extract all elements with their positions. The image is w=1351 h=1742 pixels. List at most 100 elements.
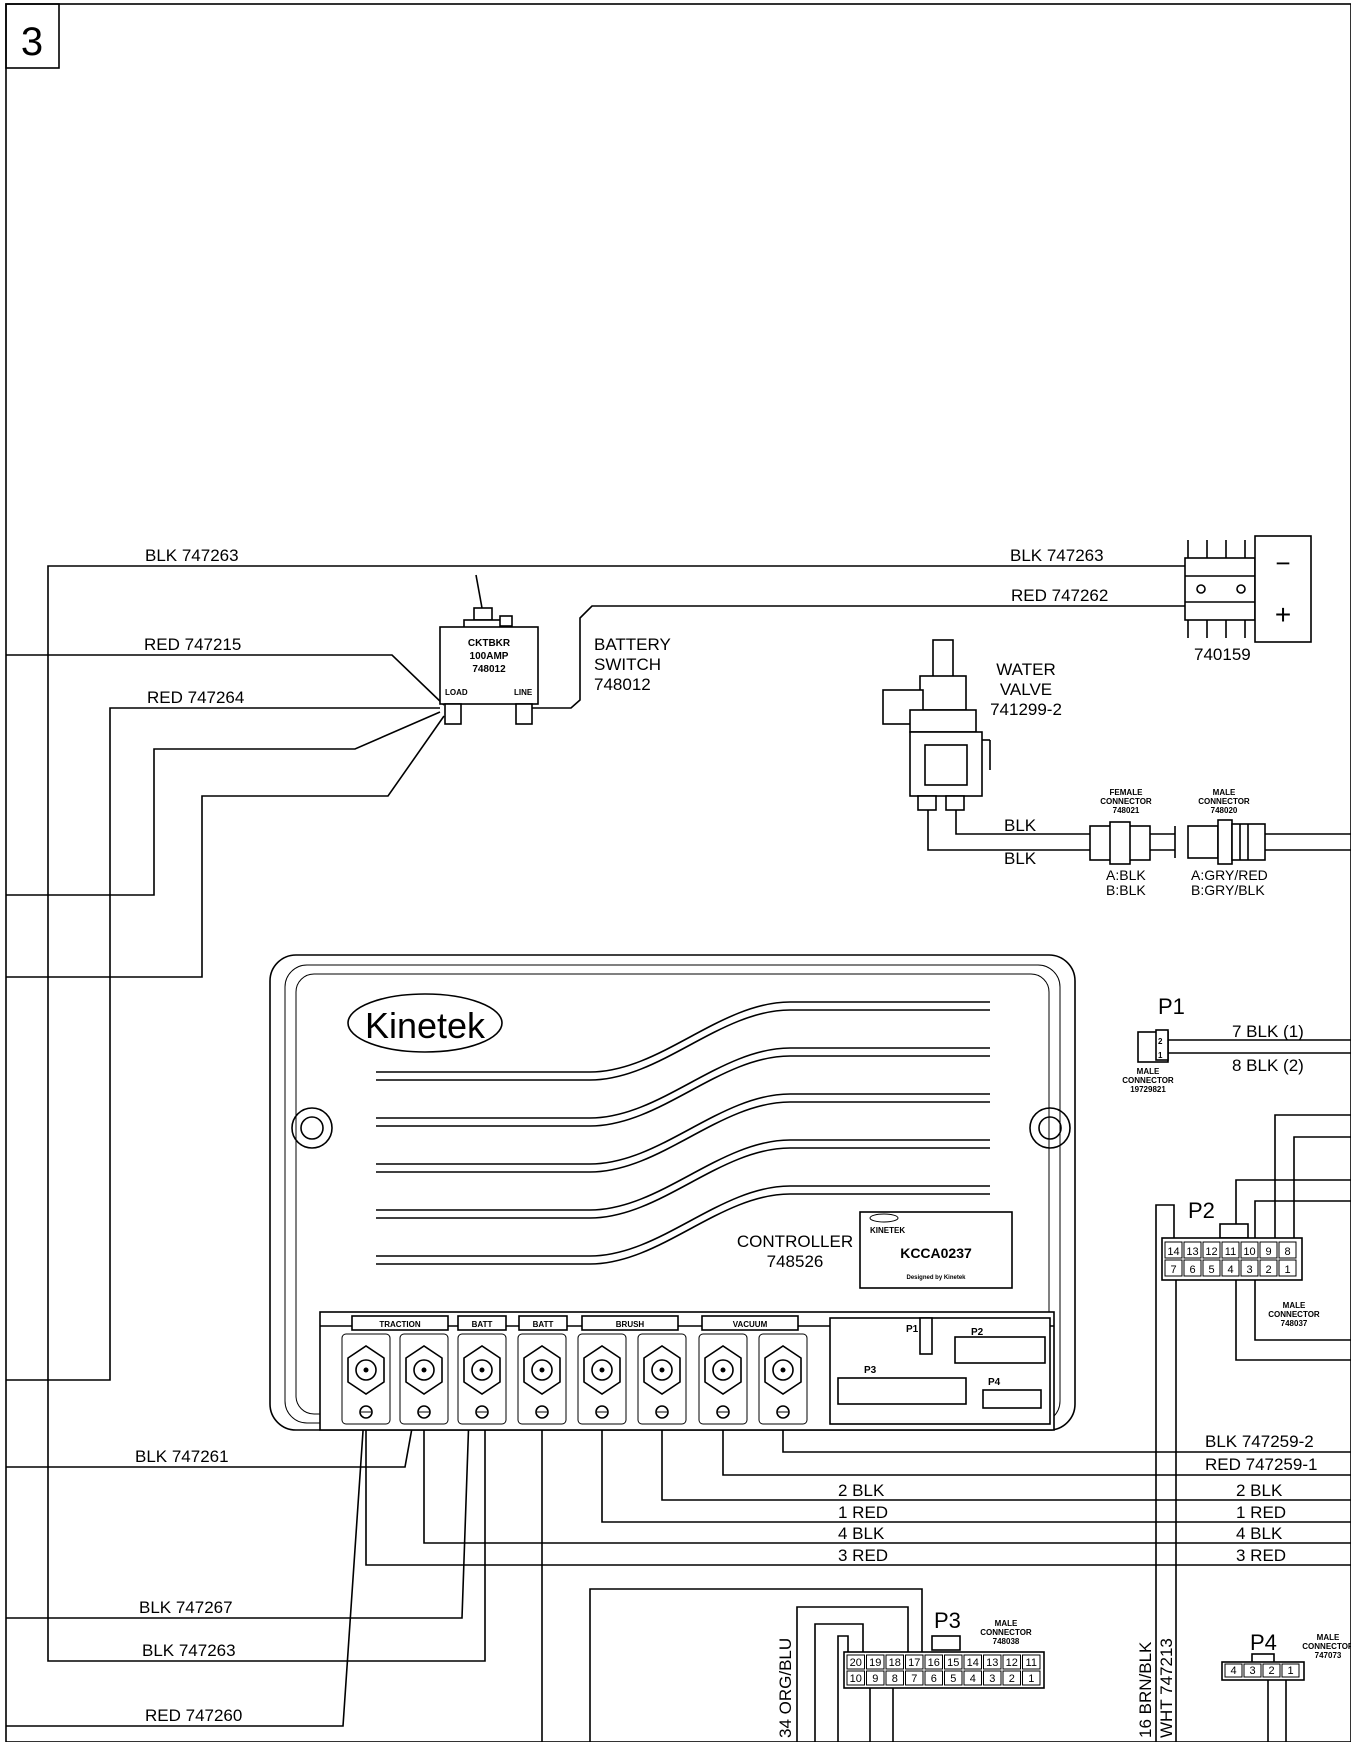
label-34-org-blu: 34 ORG/BLU	[776, 1638, 795, 1738]
connector-pin: 14	[963, 1654, 982, 1670]
battery-switch-label-3: 748012	[594, 675, 651, 694]
connector-pin: 3	[1243, 1663, 1262, 1678]
label-p1-8-blk: 8 BLK (2)	[1232, 1056, 1304, 1075]
connector-pin: 12	[1202, 1241, 1221, 1259]
label-right-3-red: 3 RED	[1236, 1546, 1286, 1565]
p1-line1: MALE	[1137, 1067, 1160, 1076]
breaker-title: CKTBKR	[468, 638, 511, 649]
svg-text:13: 13	[1186, 1246, 1198, 1258]
label-blk-747259-2: BLK 747259-2	[1205, 1432, 1314, 1451]
male-connector-line3: 748020	[1211, 806, 1238, 815]
connector-pin: 2	[1262, 1663, 1281, 1678]
label-red-747259-1: RED 747259-1	[1205, 1455, 1317, 1474]
wire-labels: BLK 747263 RED 747215 RED 747264 BLK 747…	[135, 546, 1317, 1738]
svg-text:7: 7	[1170, 1264, 1176, 1276]
svg-text:16: 16	[928, 1657, 940, 1669]
male-connector-line2: CONNECTOR	[1198, 797, 1250, 806]
connector-pin: 7	[1164, 1259, 1183, 1277]
label-red-747262: RED 747262	[1011, 586, 1108, 605]
connector-pin: 1	[1278, 1259, 1297, 1277]
connector-pin: 15	[944, 1654, 963, 1670]
terminal-post	[341, 1333, 391, 1425]
label-right-4-blk: 4 BLK	[1236, 1524, 1283, 1543]
p1-pin-2: 2	[1158, 1037, 1163, 1046]
label-red-747260: RED 747260	[145, 1706, 242, 1725]
p3-line1: MALE	[995, 1619, 1018, 1628]
svg-text:5: 5	[950, 1673, 956, 1685]
p1-line2: CONNECTOR	[1122, 1076, 1174, 1085]
port-label-p2: P2	[971, 1327, 984, 1338]
connector-pin: 5	[1202, 1259, 1221, 1277]
svg-text:10: 10	[850, 1673, 862, 1685]
battery-plus: +	[1275, 599, 1291, 630]
label-red-747215: RED 747215	[144, 635, 241, 654]
p1-line3: 19729821	[1130, 1085, 1166, 1094]
female-connector-line1: FEMALE	[1110, 788, 1144, 797]
connector-pin: 18	[885, 1654, 904, 1670]
p3-line3: 748038	[993, 1637, 1020, 1646]
label-mid-1-red: 1 RED	[838, 1503, 888, 1522]
label-wht-747213: WHT 747213	[1157, 1638, 1176, 1738]
label-red-747264: RED 747264	[147, 688, 244, 707]
breaker-line-label: LINE	[514, 688, 533, 697]
svg-text:5: 5	[1208, 1264, 1214, 1276]
label-blk-747263-right: BLK 747263	[1010, 546, 1104, 565]
connector-pin: 16	[924, 1654, 943, 1670]
water-valve: WATER VALVE 741299-2	[882, 639, 1062, 811]
connector-pin: 13	[983, 1654, 1002, 1670]
battery-connector-part: 740159	[1194, 645, 1251, 664]
connector-pin: 19	[866, 1654, 885, 1670]
svg-text:7: 7	[911, 1673, 917, 1685]
svg-text:12: 12	[1006, 1657, 1018, 1669]
p4-line3: 747073	[1315, 1651, 1342, 1660]
svg-text:4: 4	[970, 1673, 976, 1685]
connector-pin: 8	[1278, 1241, 1297, 1259]
connector-pin: 11	[1022, 1654, 1041, 1670]
terminal-post	[698, 1333, 748, 1425]
p2-line1: MALE	[1283, 1301, 1306, 1310]
label-valve-blk-2: BLK	[1004, 849, 1037, 868]
svg-text:15: 15	[947, 1657, 959, 1669]
badge-model: KCCA0237	[900, 1245, 972, 1261]
terminal-post	[758, 1333, 808, 1425]
svg-text:4: 4	[1230, 1665, 1236, 1677]
male-pin-a: A:GRY/RED	[1191, 867, 1268, 883]
connector-pin: 13	[1183, 1241, 1202, 1259]
terminal-post	[577, 1333, 627, 1425]
female-pin-b: B:BLK	[1106, 882, 1146, 898]
connector-pin: 2	[1259, 1259, 1278, 1277]
terminal-post	[517, 1333, 567, 1425]
connector-pin: 12	[1002, 1654, 1021, 1670]
p2-title: P2	[1188, 1198, 1215, 1223]
male-pin-b: B:GRY/BLK	[1191, 882, 1265, 898]
battery-minus: −	[1275, 548, 1290, 578]
svg-text:2: 2	[1265, 1264, 1271, 1276]
p2-line2: CONNECTOR	[1268, 1310, 1320, 1319]
terminal-label-batt-a: BATT	[472, 1320, 493, 1329]
connector-pin: 6	[1183, 1259, 1202, 1277]
svg-text:19: 19	[869, 1657, 881, 1669]
port-label-p1: P1	[906, 1324, 919, 1335]
label-16-brn-blk: 16 BRN/BLK	[1136, 1641, 1155, 1738]
svg-text:1: 1	[1284, 1264, 1290, 1276]
label-mid-4-blk: 4 BLK	[838, 1524, 885, 1543]
terminal-post	[637, 1333, 687, 1425]
connector-pin: 3	[983, 1670, 1002, 1686]
breaker-part: 748012	[472, 664, 506, 675]
label-blk-747261: BLK 747261	[135, 1447, 229, 1466]
label-p1-7-blk: 7 BLK (1)	[1232, 1022, 1304, 1041]
svg-text:3: 3	[1249, 1665, 1255, 1677]
p2-line3: 748037	[1281, 1319, 1308, 1328]
svg-text:2: 2	[1009, 1673, 1015, 1685]
terminal-posts	[341, 1333, 808, 1425]
connector-pin: 4	[1221, 1259, 1240, 1277]
svg-text:8: 8	[1284, 1246, 1290, 1258]
terminal-post	[399, 1333, 449, 1425]
battery-switch-label-1: BATTERY	[594, 635, 671, 654]
p1-pin-1: 1	[1158, 1051, 1163, 1060]
svg-text:17: 17	[908, 1657, 920, 1669]
